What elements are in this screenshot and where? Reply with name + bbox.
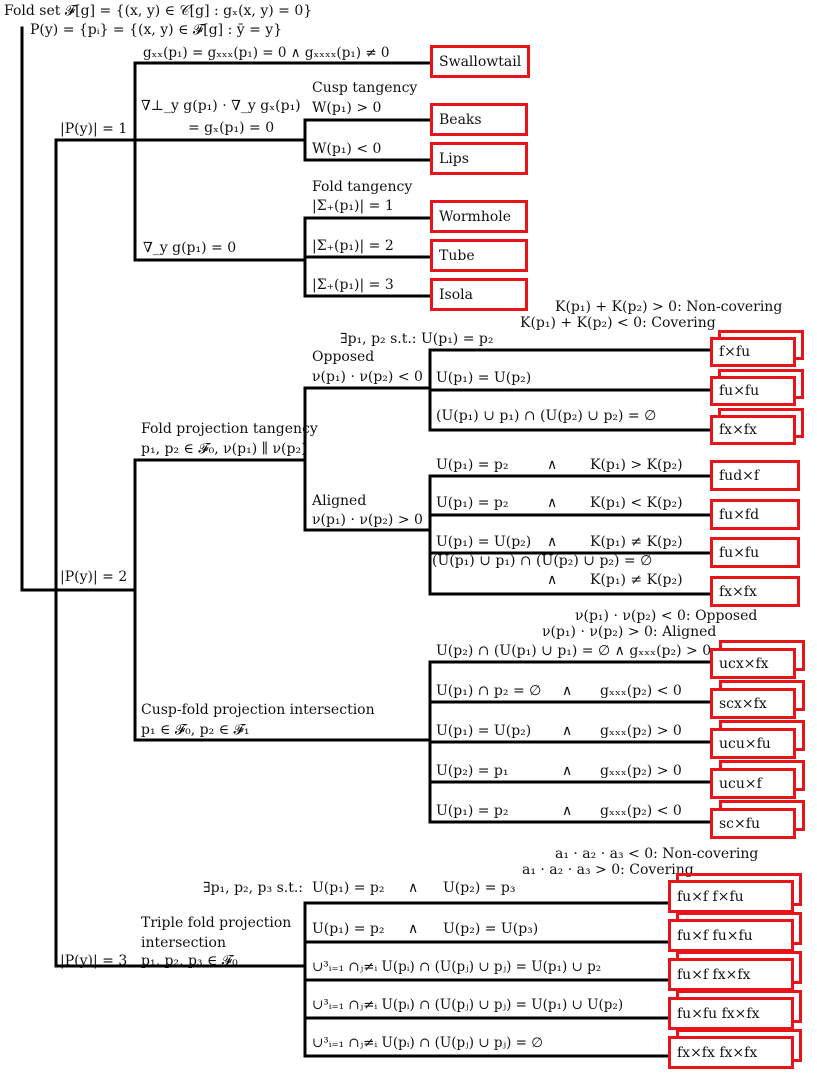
result-box-swallowtail: Swallowtail <box>430 45 530 78</box>
fold-set-definition: Fold set 𝓕[g] = {(x, y) ∈ 𝒞[g] : gₓ(x, y… <box>4 3 313 19</box>
fold-tangency-label: Fold tangency <box>312 179 413 195</box>
nu-aligned-note: ν(p₁) · ν(p₂) > 0: Aligned <box>542 624 717 640</box>
result-box-fx-fx-aligned: fx×fx <box>710 576 800 607</box>
and-symbol: ∧ <box>408 921 419 937</box>
aligned-row-2-left: U(p₁) = p₂ <box>436 495 509 511</box>
sigma-3-condition: |Σ₊(p₁)| = 3 <box>312 277 394 293</box>
swallowtail-condition: gₓₓ(p₁) = gₓₓₓ(p₁) = 0 ∧ gₓₓₓₓ(p₁) ≠ 0 <box>143 45 390 61</box>
aligned-row-1-left: U(p₁) = p₂ <box>436 457 509 473</box>
a-covering-note: a₁ · a₂ · a₃ > 0: Covering <box>522 862 694 878</box>
nabla-perp-condition-2: = gₓ(p₁) = 0 <box>188 120 275 136</box>
nu-opposed-note: ν(p₁) · ν(p₂) < 0: Opposed <box>575 608 758 624</box>
result-box-fxfx-fxfx: fx×fx fx×fx <box>668 1036 794 1069</box>
result-box-ucu-fu: ucu×fu <box>710 728 796 759</box>
w-positive-condition: W(p₁) > 0 <box>312 100 382 116</box>
and-symbol: ∧ <box>547 457 558 473</box>
aligned-row-4-right: K(p₁) ≠ K(p₂) <box>590 572 683 588</box>
result-box-f-fu: f×fu <box>710 337 796 367</box>
result-box-tube: Tube <box>430 239 528 272</box>
cfpi-row-5-right: gₓₓₓ(p₂) < 0 <box>600 803 682 819</box>
tfpi-row-4: ∪³ᵢ₌₁ ∩ⱼ≠ᵢ U(pᵢ) ∩ (U(pⱼ) ∪ pⱼ) = U(p₁) … <box>312 997 624 1013</box>
p-count-3-label: |P(y)| = 3 <box>60 953 128 969</box>
opposed-condition: ν(p₁) · ν(p₂) < 0 <box>312 369 423 385</box>
fpt-subtitle: p₁, p₂ ∈ 𝓕₀, ν(p₁) ∥ ν(p₂) <box>141 441 307 457</box>
aligned-condition: ν(p₁) · ν(p₂) > 0 <box>312 512 423 528</box>
tfpi-row-1-left: U(p₁) = p₂ <box>312 880 385 896</box>
result-box-fu-fu: fu×fu <box>710 376 796 406</box>
cfpi-row-4-right: gₓₓₓ(p₂) > 0 <box>600 763 682 779</box>
p-count-2-label: |P(y)| = 2 <box>60 569 128 585</box>
and-symbol: ∧ <box>562 803 573 819</box>
and-symbol: ∧ <box>547 534 558 550</box>
sigma-2-condition: |Σ₊(p₁)| = 2 <box>312 238 394 254</box>
tfpi-title: Triple fold projection <box>141 915 292 931</box>
and-symbol: ∧ <box>408 880 419 896</box>
cfpi-row-5-left: U(p₁) = p₂ <box>436 803 509 819</box>
result-box-fufu-fxfx: fu×fu fx×fx <box>668 997 794 1030</box>
tfpi-title-2: intersection <box>141 935 226 951</box>
result-box-beaks: Beaks <box>430 103 528 136</box>
aligned-label: Aligned <box>312 493 367 509</box>
and-symbol: ∧ <box>562 683 573 699</box>
p-definition: P(y) = {pᵢ} = {(x, y) ∈ 𝓕[g] : ȳ = y} <box>30 22 283 38</box>
cfpi-title: Cusp-fold projection intersection <box>141 702 375 718</box>
opposed-row-3: (U(p₁) ∪ p₁) ∩ (U(p₂) ∪ p₂) = ∅ <box>436 408 657 424</box>
opposed-row-2: U(p₁) = U(p₂) <box>436 370 532 386</box>
opposed-label: Opposed <box>312 349 375 365</box>
result-box-isola: Isola <box>430 278 528 311</box>
k-noncovering-note: K(p₁) + K(p₂) > 0: Non-covering <box>555 299 783 315</box>
fpt-exists-row: ∃p₁, p₂ s.t.: U(p₁) = p₂ <box>340 331 494 347</box>
tfpi-row-3: ∪³ᵢ₌₁ ∩ⱼ≠ᵢ U(pᵢ) ∩ (U(pⱼ) ∪ pⱼ) = U(p₁) … <box>312 959 602 975</box>
result-box-fu-fu-aligned: fu×fu <box>710 537 800 568</box>
result-box-fu-fd: fu×fd <box>710 499 800 530</box>
and-symbol: ∧ <box>562 723 573 739</box>
tfpi-subtitle: p₁, p₂, p₃ ∈ 𝓕₀ <box>141 953 238 969</box>
cfpi-row-2-left: U(p₁) ∩ p₂ = ∅ <box>436 683 542 699</box>
aligned-row-3-right: K(p₁) ≠ K(p₂) <box>590 534 683 550</box>
aligned-row-4-left: (U(p₁) ∪ p₁) ∩ (U(p₂) ∪ p₂) = ∅ <box>432 553 653 569</box>
nabla-y-condition: ∇_y g(p₁) = 0 <box>143 240 237 256</box>
and-symbol: ∧ <box>547 572 558 588</box>
result-box-fuf-fufu: fu×f fu×fu <box>668 919 794 952</box>
root-spine <box>20 26 58 592</box>
cfpi-row-3-right: gₓₓₓ(p₂) > 0 <box>600 723 682 739</box>
k-covering-note: K(p₁) + K(p₂) < 0: Covering <box>520 315 716 331</box>
aligned-row-3-left: U(p₁) = U(p₂) <box>436 534 532 550</box>
result-box-fud-f: fud×f <box>710 460 800 491</box>
nabla-perp-condition-1: ∇⊥_y g(p₁) · ∇_y gₓ(p₁) <box>141 98 301 114</box>
result-box-scx-fx: scx×fx <box>710 688 796 719</box>
and-symbol: ∧ <box>562 763 573 779</box>
result-box-sc-fu: sc×fu <box>710 808 796 839</box>
tfpi-row-1-right: U(p₂) = p₃ <box>443 880 516 896</box>
and-symbol: ∧ <box>547 495 558 511</box>
cfpi-row-4-left: U(p₂) = p₁ <box>436 763 509 779</box>
result-box-ucu-f: ucu×f <box>710 768 796 799</box>
result-box-lips: Lips <box>430 142 528 175</box>
result-box-fuf-fxfx: fu×f fx×fx <box>668 958 794 991</box>
w-negative-condition: W(p₁) < 0 <box>312 141 382 157</box>
cfpi-row-2-right: gₓₓₓ(p₂) < 0 <box>600 683 682 699</box>
tfpi-row-2-right: U(p₂) = U(p₃) <box>443 921 539 937</box>
result-box-fx-fx: fx×fx <box>710 415 796 445</box>
result-box-ucx-fx: ucx×fx <box>710 648 796 679</box>
sigma-1-condition: |Σ₊(p₁)| = 1 <box>312 198 394 214</box>
aligned-row-2-right: K(p₁) < K(p₂) <box>590 495 683 511</box>
cfpi-row-3-left: U(p₁) = U(p₂) <box>436 723 532 739</box>
tfpi-exists: ∃p₁, p₂, p₃ s.t.: <box>203 880 303 896</box>
a-noncovering-note: a₁ · a₂ · a₃ < 0: Non-covering <box>555 846 759 862</box>
aligned-row-1-right: K(p₁) > K(p₂) <box>590 457 683 473</box>
fpt-title: Fold projection tangency <box>141 421 318 437</box>
tfpi-row-5: ∪³ᵢ₌₁ ∩ⱼ≠ᵢ U(pᵢ) ∩ (U(pⱼ) ∪ pⱼ) = ∅ <box>312 1035 544 1051</box>
cfpi-subtitle: p₁ ∈ 𝓕₀, p₂ ∈ 𝓕₁ <box>141 722 250 738</box>
cfpi-row-1: U(p₂) ∩ (U(p₁) ∪ p₁) = ∅ ∧ gₓₓₓ(p₂) > 0 <box>436 643 712 659</box>
tfpi-row-2-left: U(p₁) = p₂ <box>312 921 385 937</box>
result-box-wormhole: Wormhole <box>430 200 528 233</box>
result-box-fuf-ffu: fu×f f×fu <box>668 880 794 913</box>
p-count-1-label: |P(y)| = 1 <box>60 121 128 137</box>
cusp-tangency-label: Cusp tangency <box>312 80 418 96</box>
